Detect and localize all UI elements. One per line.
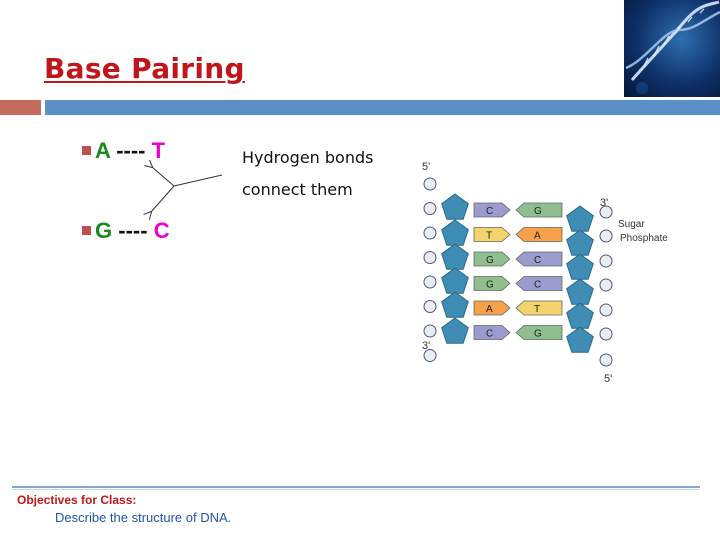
five-prime-top-label: 5'	[422, 161, 430, 173]
footer-divider	[12, 486, 700, 488]
footer-divider-light	[12, 489, 700, 490]
sugar-right	[566, 229, 594, 256]
three-prime-bottom-label: 3'	[422, 340, 430, 352]
page-title: Base Pairing	[44, 52, 245, 85]
title-rule-right	[45, 100, 720, 115]
base-right-letter: C	[534, 255, 541, 266]
base-left-letter: G	[486, 280, 494, 291]
base-left	[473, 227, 511, 242]
dna-helix-image	[624, 0, 720, 97]
base-t-label: T	[151, 138, 166, 163]
title-rule-left	[0, 100, 41, 115]
base-g-label: G	[95, 218, 113, 243]
base-left	[473, 300, 511, 316]
base-right	[515, 202, 563, 218]
base-left-letter: C	[486, 206, 493, 217]
base-right-letter: T	[534, 304, 540, 315]
phosphate-left	[423, 226, 437, 240]
sugar-right	[566, 278, 594, 305]
sugar-left	[441, 243, 469, 270]
base-left	[473, 202, 511, 218]
connect-them-note: connect them	[242, 180, 353, 199]
base-left-letter: A	[486, 304, 493, 315]
base-left	[473, 251, 511, 267]
base-a-label: A	[95, 138, 111, 163]
sugar-left	[441, 267, 469, 294]
phosphate-left	[423, 275, 437, 289]
objectives-label: Objectives for Class:	[17, 493, 137, 507]
phosphate-right	[599, 229, 613, 243]
base-c-label: C	[153, 218, 170, 243]
base-right	[515, 325, 563, 340]
phosphate-right	[599, 254, 613, 268]
sugar-right	[566, 326, 594, 353]
dna-ladder-diagram: 5' 3' Sugar Phosphate 3' 5' C G T A G C G C A T C G	[422, 161, 668, 385]
phosphate-right	[599, 278, 613, 292]
phosphate-right	[599, 205, 613, 219]
base-right-letter: G	[534, 329, 542, 340]
phosphate-left	[423, 300, 437, 313]
sugar-label: Sugar	[618, 219, 645, 230]
base-right-letter: A	[534, 231, 541, 242]
phosphate-left	[423, 349, 437, 362]
three-prime-top-label: 3'	[600, 197, 608, 209]
base-left	[473, 276, 511, 291]
pair-dashes: ----	[116, 138, 146, 163]
base-right	[515, 227, 563, 242]
base-right-letter: C	[534, 280, 541, 291]
base-left-letter: G	[486, 255, 494, 266]
pair-dashes: ----	[118, 218, 148, 243]
phosphate-right	[599, 353, 613, 367]
phosphate-right	[599, 327, 613, 341]
hydrogen-bonds-note: Hydrogen bonds	[242, 148, 374, 167]
bullet-square-icon	[82, 226, 91, 235]
base-right	[515, 300, 563, 316]
objectives-text: Describe the structure of DNA.	[55, 510, 232, 525]
sugar-left	[441, 219, 469, 246]
bullet-at-pair: A ---- T	[82, 138, 165, 164]
base-right-letter: G	[534, 206, 542, 217]
bond-arrows	[140, 160, 223, 220]
sugar-right	[566, 205, 594, 232]
phosphate-left	[423, 251, 437, 264]
base-left-letter: C	[486, 329, 493, 340]
base-left	[473, 325, 511, 340]
five-prime-bottom-label: 5'	[604, 373, 612, 385]
sugar-left	[441, 317, 469, 344]
bullet-gc-pair: G ---- C	[82, 218, 170, 244]
phosphate-left	[423, 177, 437, 191]
phosphate-left	[423, 202, 437, 215]
phosphate-label: Phosphate	[620, 233, 668, 244]
bullet-square-icon	[82, 146, 91, 155]
sugar-right	[566, 253, 594, 280]
sugar-left	[441, 193, 469, 220]
sugar-right	[566, 302, 594, 329]
phosphate-left	[423, 324, 437, 338]
phosphate-right	[599, 303, 613, 317]
sugar-left	[441, 291, 469, 318]
base-left-letter: T	[486, 231, 492, 242]
base-right	[515, 251, 563, 267]
base-right	[515, 276, 563, 291]
